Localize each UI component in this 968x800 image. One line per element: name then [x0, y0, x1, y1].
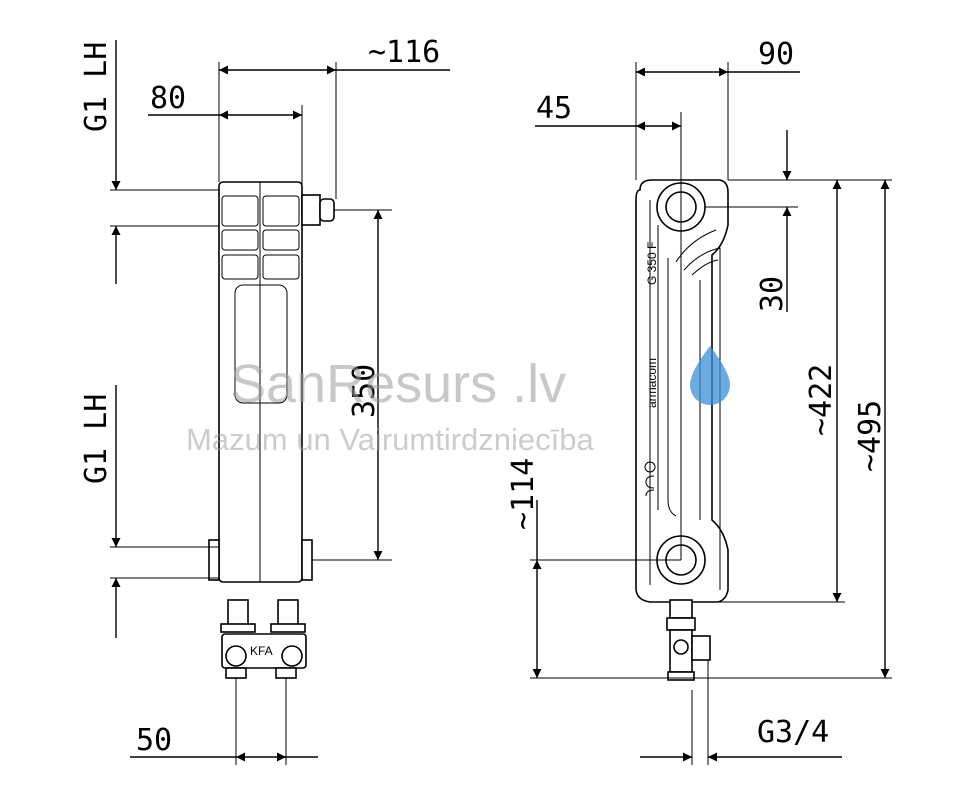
bottom-valve-kfa: KFA	[220, 599, 307, 679]
bottom-port-label: G1 LH	[79, 394, 114, 484]
watermark: SanResurs .lv Mazum un Vairumtirdzniecīb…	[186, 346, 730, 457]
right-view: G 350 F armacom 9	[506, 37, 892, 765]
dim-50: 50	[136, 723, 172, 758]
dim-422: ~422	[804, 364, 839, 436]
watermark-subtitle: Mazum un Vairumtirdzniecība	[186, 422, 595, 457]
water-drop-icon	[690, 346, 730, 405]
dim-90: 90	[758, 37, 794, 72]
bottom-valve-side	[666, 599, 711, 681]
dim-116: ~116	[368, 35, 440, 70]
dim-350: 350	[347, 364, 382, 418]
brand-label: armacom	[645, 358, 659, 408]
watermark-title: SanResurs .lv	[230, 354, 566, 414]
valve-label: KFA	[250, 644, 273, 658]
radiator-side-body	[635, 179, 729, 603]
model-label: G 350 F	[645, 242, 659, 285]
certification-icon	[644, 461, 656, 473]
dim-495: ~495	[853, 400, 888, 472]
top-port-label: G1 LH	[79, 42, 114, 132]
top-plug	[301, 194, 321, 226]
dim-30: 30	[755, 276, 790, 312]
dim-g34: G3/4	[757, 715, 829, 750]
ce-mark-icon	[645, 475, 655, 497]
left-view: KFA ~116 80 350 G1 LH G1 LH	[79, 35, 450, 765]
dim-80: 80	[150, 81, 186, 116]
dim-114: ~114	[506, 458, 541, 530]
dim-45: 45	[536, 91, 572, 126]
